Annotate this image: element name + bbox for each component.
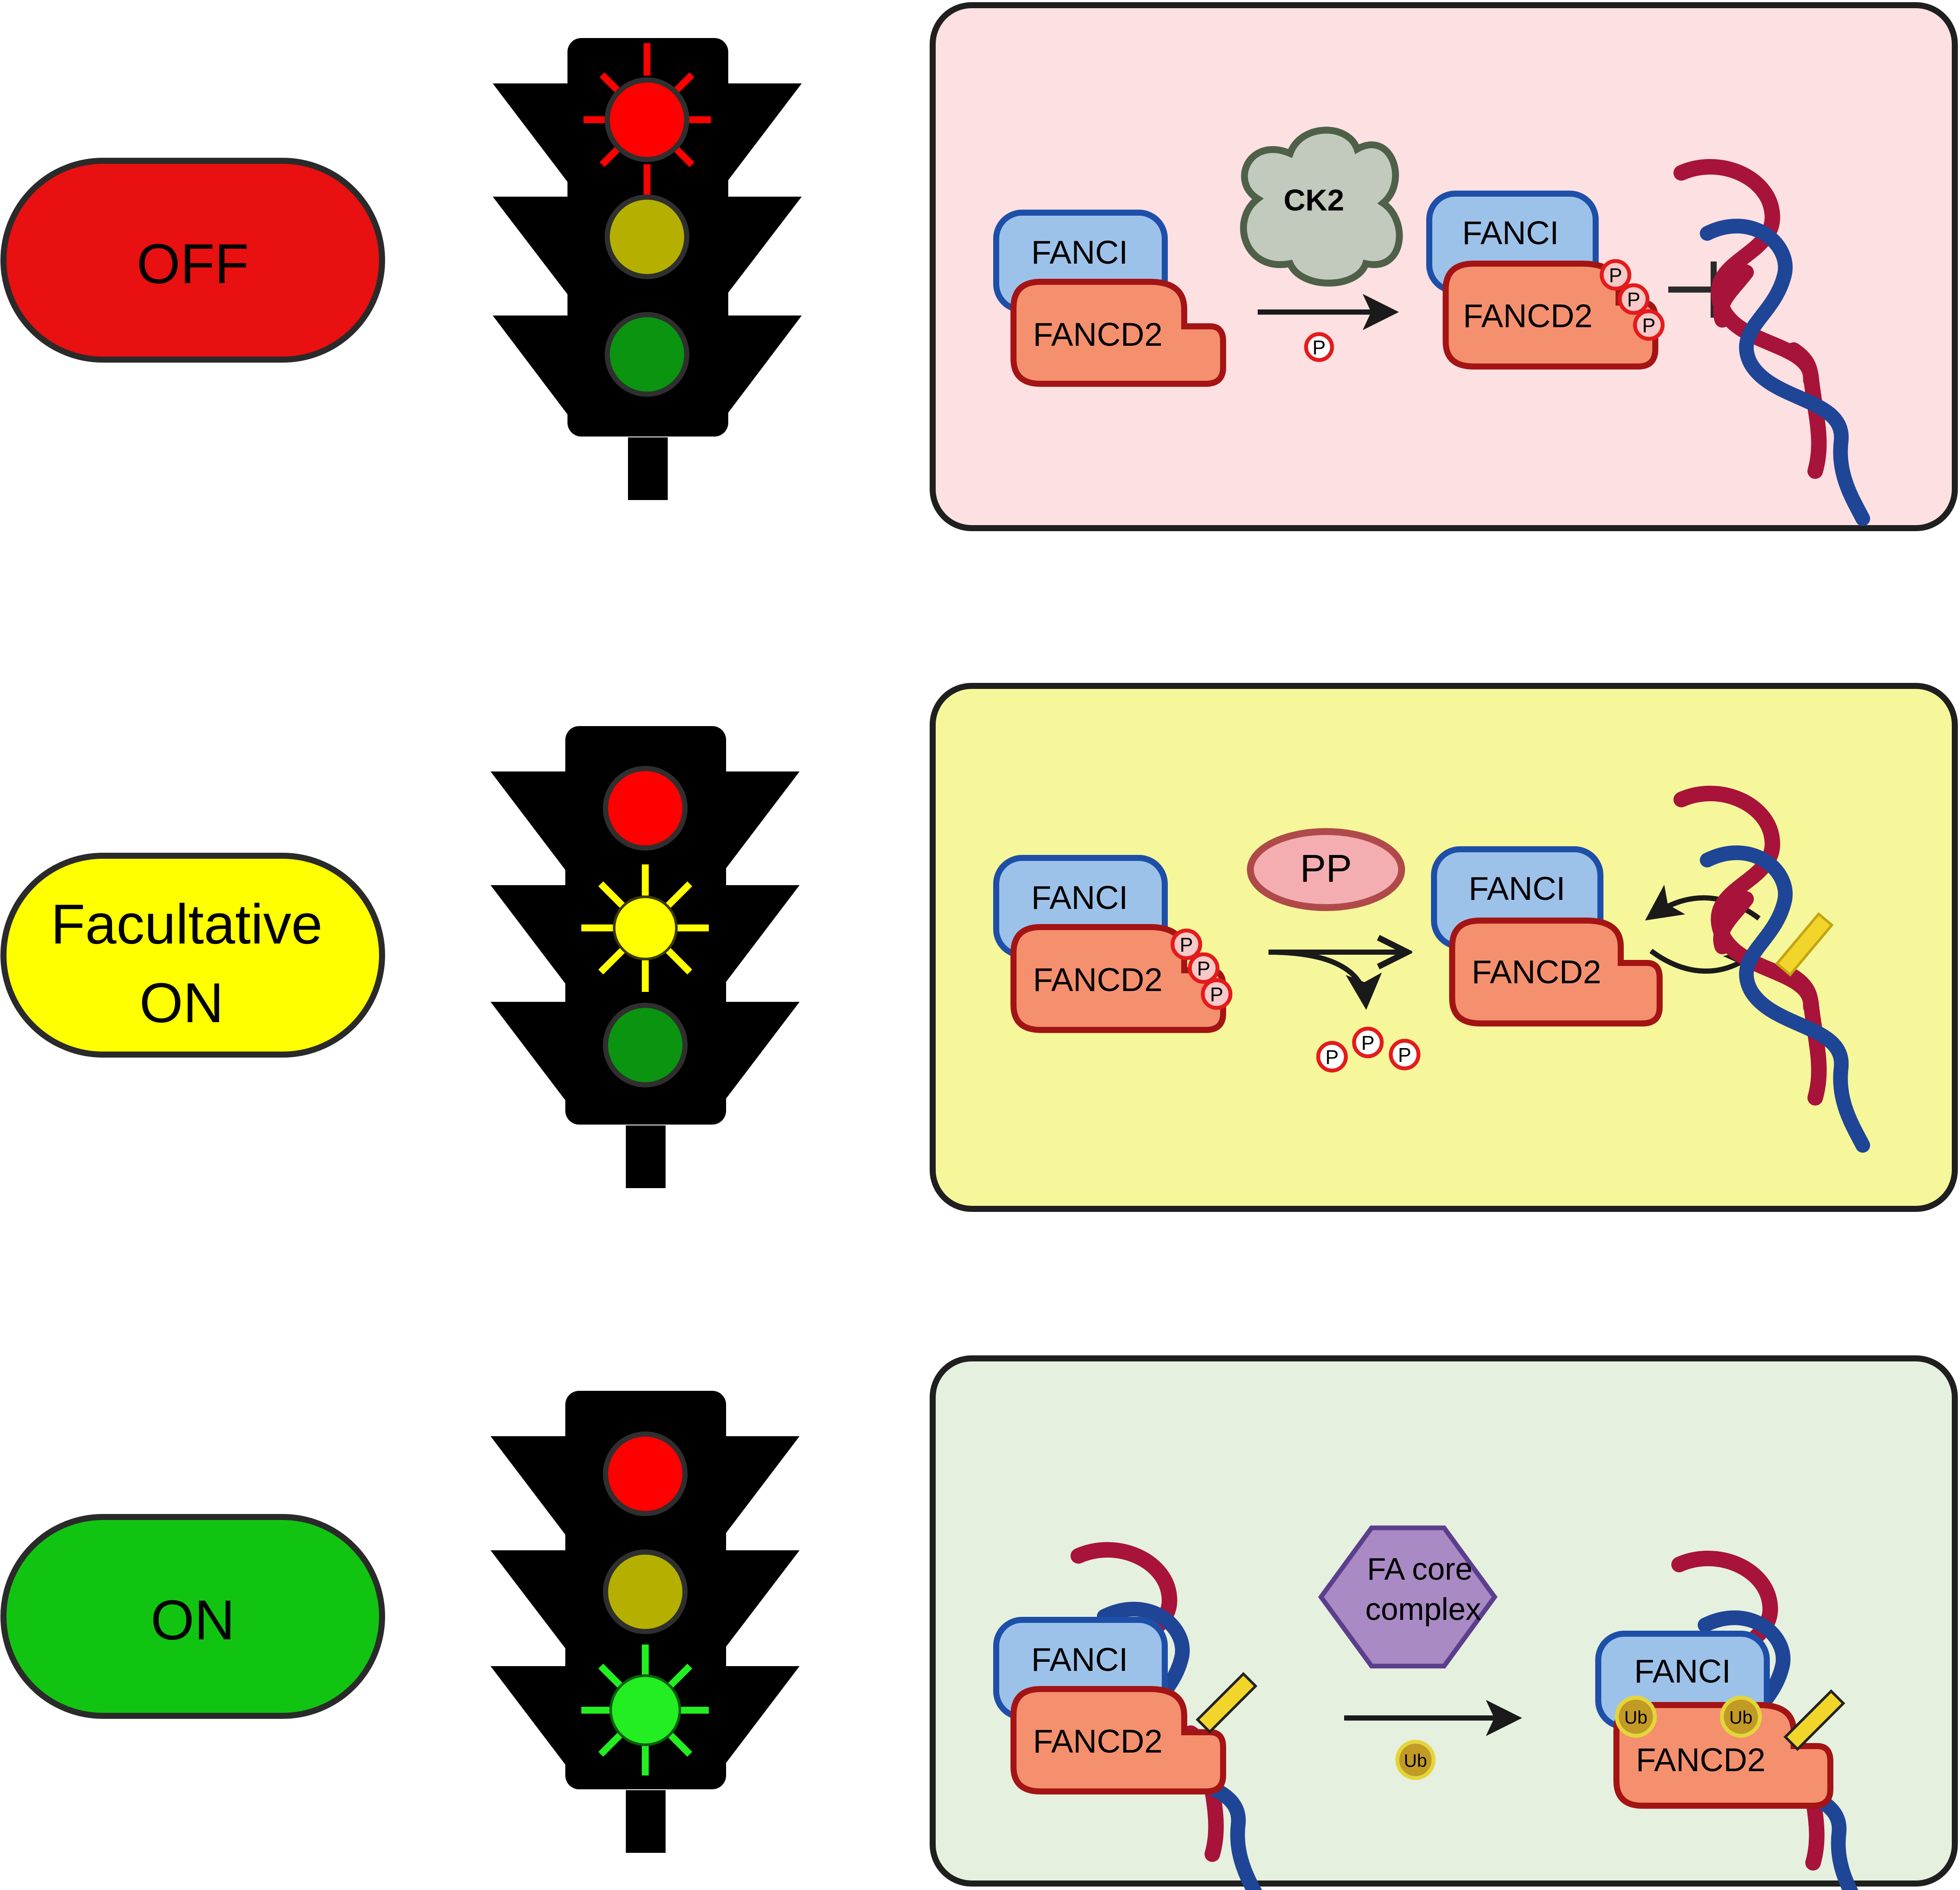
complex-on-dna: FANCI FANCD2	[993, 1550, 1260, 1890]
svg-text:Ub: Ub	[1404, 1750, 1427, 1771]
svg-text:P: P	[1609, 264, 1622, 287]
complex-phosphorylated: FANCI FANCD2 P P P	[1426, 191, 1665, 370]
fancd2-label: FANCD2	[1472, 954, 1601, 991]
ck2-kinase: CK2	[1240, 127, 1403, 287]
fa-core-complex: FA core complex	[1318, 1525, 1498, 1669]
fancd2-label: FANCD2	[1033, 962, 1163, 998]
fancd2-label: FANCD2	[1463, 298, 1593, 335]
clamp-mark	[1775, 912, 1834, 977]
svg-text:P: P	[1642, 314, 1656, 337]
row-facultative-on: Facultative ON	[0, 683, 1958, 1212]
state-label-line1: Facultative	[51, 892, 323, 956]
fanci-label: FANCI	[1031, 234, 1128, 271]
ck2-label: CK2	[1284, 183, 1344, 217]
light-red-off	[603, 766, 688, 851]
state-label: OFF	[137, 232, 249, 295]
svg-text:P: P	[1326, 1046, 1339, 1068]
state-pill-facultative-on: Facultative ON	[0, 853, 385, 1058]
phospho-mark: P	[1600, 259, 1632, 291]
row-on: ON	[0, 1355, 1958, 1890]
phosphate-token: P	[1304, 332, 1334, 362]
fancd2-label: FANCD2	[1033, 316, 1163, 353]
svg-text:P: P	[1313, 336, 1326, 359]
phospho-mark: P	[1170, 928, 1202, 960]
phospho-mark: P	[1201, 978, 1233, 1010]
phosphate-token: P	[1352, 1026, 1384, 1058]
light-green-off	[603, 1003, 688, 1087]
light-yellow-lit	[581, 864, 709, 992]
light-red-lit	[583, 43, 711, 197]
phospho-mark: P	[1188, 952, 1220, 984]
fanci-label: FANCI	[1031, 880, 1128, 916]
fancd2-label: FANCD2	[1636, 1742, 1766, 1778]
state-pill-on: ON	[0, 1514, 385, 1719]
ubiquitin-token: Ub	[1395, 1740, 1436, 1780]
fa-core-label-line2: complex	[1365, 1592, 1481, 1627]
svg-text:P: P	[1627, 288, 1641, 311]
traffic-light-facultative	[491, 726, 800, 1188]
light-green-lit	[581, 1645, 709, 1775]
row-off: OFF	[0, 2, 1958, 531]
panel-facultative-on: FANCI FANCD2 P P P PP	[930, 683, 1958, 1212]
light-yellow-off	[605, 194, 689, 279]
fanci-label: FANCI	[1031, 1641, 1128, 1678]
panel-off: FANCI FANCD2 CK2 P FANCI FANCD2	[930, 2, 1958, 531]
light-green-off	[605, 312, 689, 397]
fa-core-label-line1: FA core	[1367, 1552, 1472, 1587]
complex-phosphorylated: FANCI FANCD2 P P P	[993, 855, 1233, 1033]
state-pill-off: OFF	[0, 158, 385, 363]
phospho-mark: P	[1618, 283, 1650, 315]
fancd2-label: FANCD2	[1033, 1723, 1163, 1760]
svg-text:P: P	[1180, 934, 1193, 956]
complex-fanci-fancd2: FANCI FANCD2	[1431, 846, 1663, 1026]
svg-text:P: P	[1361, 1032, 1375, 1054]
ubiquitin-mark: Ub	[1615, 1696, 1657, 1738]
phosphate-token: P	[1316, 1041, 1348, 1073]
state-label: ON	[151, 1588, 235, 1651]
fanci-label: FANCI	[1462, 215, 1559, 252]
dna-icon	[1681, 794, 1863, 1145]
fanci-label: FANCI	[1469, 870, 1565, 907]
complex-fanci-fancd2: FANCI FANCD2	[993, 210, 1226, 387]
light-yellow-off	[603, 1549, 688, 1634]
phosphate-token: P	[1389, 1039, 1421, 1071]
traffic-light-on	[491, 1391, 800, 1853]
clamp-mark	[1195, 1672, 1258, 1734]
panel-on: FANCI FANCD2 FA core complex Ub	[930, 1355, 1958, 1890]
pp-phosphatase: PP	[1247, 828, 1405, 911]
pp-label: PP	[1300, 847, 1352, 890]
svg-text:P: P	[1210, 983, 1224, 1006]
ubiquitin-mark: Ub	[1720, 1696, 1762, 1738]
svg-text:Ub: Ub	[1624, 1707, 1648, 1727]
svg-text:Ub: Ub	[1729, 1707, 1753, 1727]
svg-text:P: P	[1197, 957, 1211, 980]
phospho-mark: P	[1633, 309, 1665, 341]
clamp-mark	[1783, 1689, 1845, 1751]
light-red-off	[603, 1431, 688, 1516]
state-label-line2: ON	[140, 971, 224, 1034]
fanci-label: FANCI	[1634, 1653, 1731, 1690]
complex-ubiquitinated: FANCI FANCD2 Ub Ub	[1595, 1559, 1861, 1890]
traffic-light-off	[493, 38, 802, 500]
dephosphorylation-arrow	[1268, 952, 1402, 1010]
svg-text:P: P	[1398, 1044, 1412, 1066]
